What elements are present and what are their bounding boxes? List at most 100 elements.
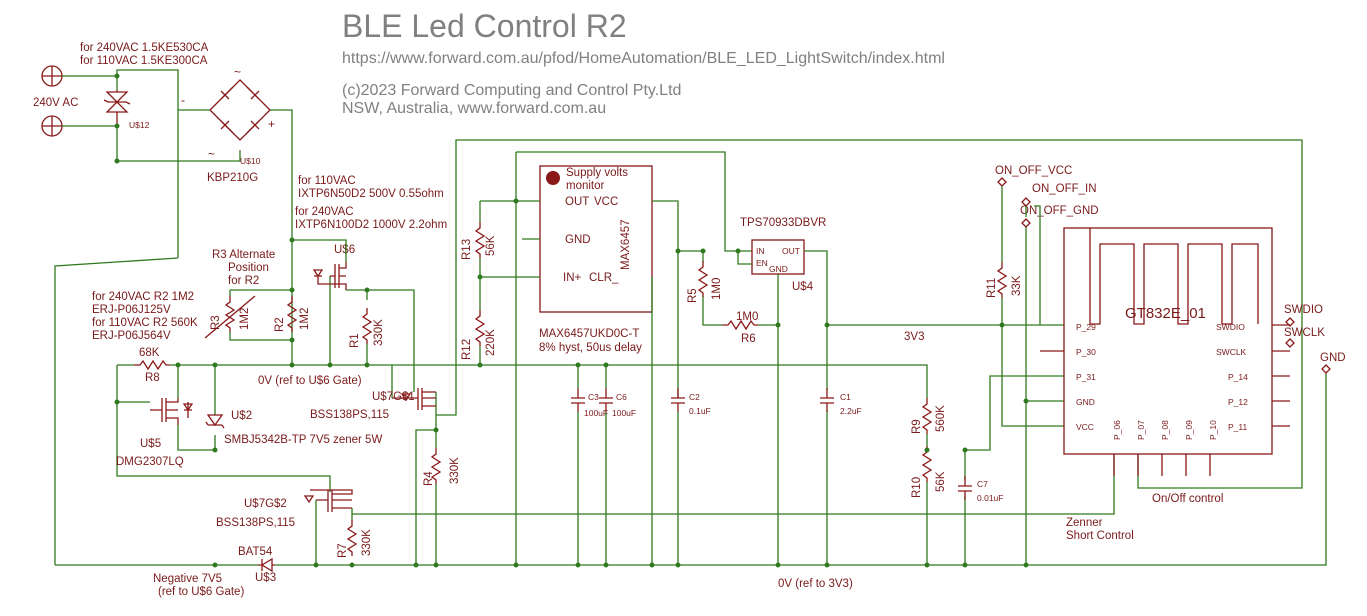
rail-3v3-label: 3V3: [904, 331, 924, 343]
r10-value: 56K: [935, 471, 947, 492]
c3-value: 100uF: [584, 408, 608, 418]
module-pin-right-1: SWDIO: [1216, 322, 1245, 332]
pin-out-label: OUT: [565, 196, 589, 208]
module-name: GT832E_01: [1125, 305, 1206, 322]
u7g2-ref: U$7G$2: [244, 498, 287, 510]
u5-part: DMG2307LQ: [116, 456, 184, 468]
reg-pin-in: IN: [756, 246, 765, 256]
r5-value: 1M0: [711, 278, 723, 300]
diode-bat54: [258, 557, 275, 573]
zener-control-line1: Zenner: [1066, 517, 1103, 529]
reg-pin-gnd: GND: [769, 264, 788, 274]
module-pin-right-5: P_11: [1228, 422, 1247, 432]
resistor-r11: [997, 261, 1007, 299]
ext-gnd-label: GND: [1320, 352, 1346, 364]
ext-swdio-label: SWDIO: [1284, 304, 1323, 316]
r6-name: R6: [741, 333, 756, 345]
module-pin-bottom-2: P_07: [1136, 420, 1146, 440]
ext-swclk-label: SWCLK: [1284, 327, 1325, 339]
r12-value: 220K: [485, 329, 497, 356]
r9-name: R9: [911, 419, 923, 434]
r3-value: 1M2: [239, 308, 251, 330]
r2-note1: for 240VAC R2 1M2: [92, 291, 194, 303]
resistor-r12: [475, 309, 485, 347]
on-off-in-label: ON_OFF_IN: [1032, 183, 1097, 195]
gt832e-module: [1063, 227, 1273, 455]
r4-name: R4: [423, 471, 435, 486]
r3-alt-line2: Position: [228, 262, 269, 274]
c1-value: 2.2uF: [840, 406, 862, 416]
ac-input-label: 240V AC: [33, 97, 78, 109]
c2-value: 0.1uF: [689, 406, 711, 416]
monitor-led-line2: monitor: [566, 180, 605, 192]
zener-control-line2: Short Control: [1066, 530, 1134, 542]
tvs-ref: U$12: [129, 120, 150, 130]
resistor-r1: [362, 307, 372, 345]
monitor-desc: 8% hyst, 50us delay: [539, 342, 642, 354]
module-pin-right-2: SWCLK: [1216, 347, 1247, 357]
module-pin-left-4: GND: [1076, 397, 1095, 407]
module-pin-bottom-4: P_09: [1184, 420, 1194, 440]
bridge-ref: U$10: [240, 156, 261, 166]
module-pin-right-3: P_14: [1228, 372, 1248, 382]
r2-name: R2: [274, 317, 286, 332]
c7-value: 0.01uF: [977, 493, 1003, 503]
u5-ref: U$5: [140, 438, 161, 450]
r2-note3: for 110VAC R2 560K: [92, 317, 198, 329]
r1-value: 330K: [373, 319, 385, 346]
bridge-ac-label-bottom: ~: [208, 147, 215, 161]
gate-ref-label: 0V (ref to U$6 Gate): [258, 375, 362, 387]
r9-value: 560K: [935, 405, 947, 432]
c6-name: C6: [616, 392, 627, 402]
monitor-led-line1: Supply volts: [566, 167, 628, 179]
resistor-r13: [475, 221, 485, 259]
zener-u2: [205, 414, 225, 429]
module-pin-left-2: P_30: [1076, 347, 1096, 357]
r3-alt-line1: R3 Alternate: [212, 249, 275, 261]
pin-clr-label: CLR_: [589, 272, 619, 284]
c1-name: C1: [840, 392, 851, 402]
r11-name: R11: [986, 278, 998, 298]
r3-alt-line3: for R2: [228, 275, 259, 287]
r10-name: R10: [911, 477, 923, 498]
capacitor-c7: [957, 475, 973, 501]
r7-name: R7: [337, 543, 349, 558]
r2-note2: ERJ-P06J125V: [92, 304, 171, 316]
r4-value: 330K: [449, 457, 461, 484]
bridge-rectifier: [209, 79, 271, 141]
copyright-text: (c)2023 Forward Computing and Control Pt…: [342, 82, 682, 99]
monitor-part: MAX6457UKD0C-T: [539, 328, 639, 340]
mosfet-u7g2: [303, 489, 353, 512]
r1-name: R1: [349, 333, 361, 348]
u6-part-110: IXTP6N50D2 500V 0.55ohm: [298, 188, 444, 200]
resistor-r8: [133, 360, 171, 370]
r2-note4: ERJ-P06J564V: [92, 330, 171, 342]
tvs-note-110: for 110VAC 1.5KE300CA: [80, 55, 208, 67]
onoff-control-label: On/Off control: [1152, 493, 1223, 505]
mosfet-u7g1: [392, 388, 436, 410]
r11-value: 33K: [1011, 275, 1023, 296]
bat54-label: BAT54: [238, 546, 273, 558]
r2-value: 1M2: [299, 308, 311, 330]
c2-name: C2: [689, 392, 700, 402]
bridge-part: KBP210G: [207, 172, 258, 184]
u6-note-240: for 240VAC: [295, 206, 354, 218]
module-pin-left-1: P_29: [1076, 322, 1096, 332]
reg-pin-en: EN: [756, 258, 768, 268]
on-off-gnd-label: ON_OFF_GND: [1020, 205, 1099, 217]
capacitor-c1: [819, 387, 835, 413]
project-url: https://www.forward.com.au/pfod/HomeAuto…: [342, 50, 945, 67]
u2-ref: U$2: [231, 410, 252, 422]
module-pin-bottom-3: P_08: [1160, 420, 1170, 440]
r5-name: R5: [687, 288, 699, 303]
module-pin-right-4: P_12: [1228, 397, 1248, 407]
r8-value: 68K: [139, 347, 160, 359]
c3-name: C3: [588, 392, 599, 402]
u7g2-part: BSS138PS,115: [216, 517, 295, 529]
capacitor-c3: [570, 387, 586, 413]
pin-vcc-label: VCC: [594, 196, 618, 208]
bridge-plus-label: +: [268, 117, 275, 131]
max6457-chip-label: MAX6457: [620, 219, 632, 270]
mosfet-u6: [312, 262, 347, 290]
module-pin-left-3: P_31: [1076, 372, 1096, 382]
